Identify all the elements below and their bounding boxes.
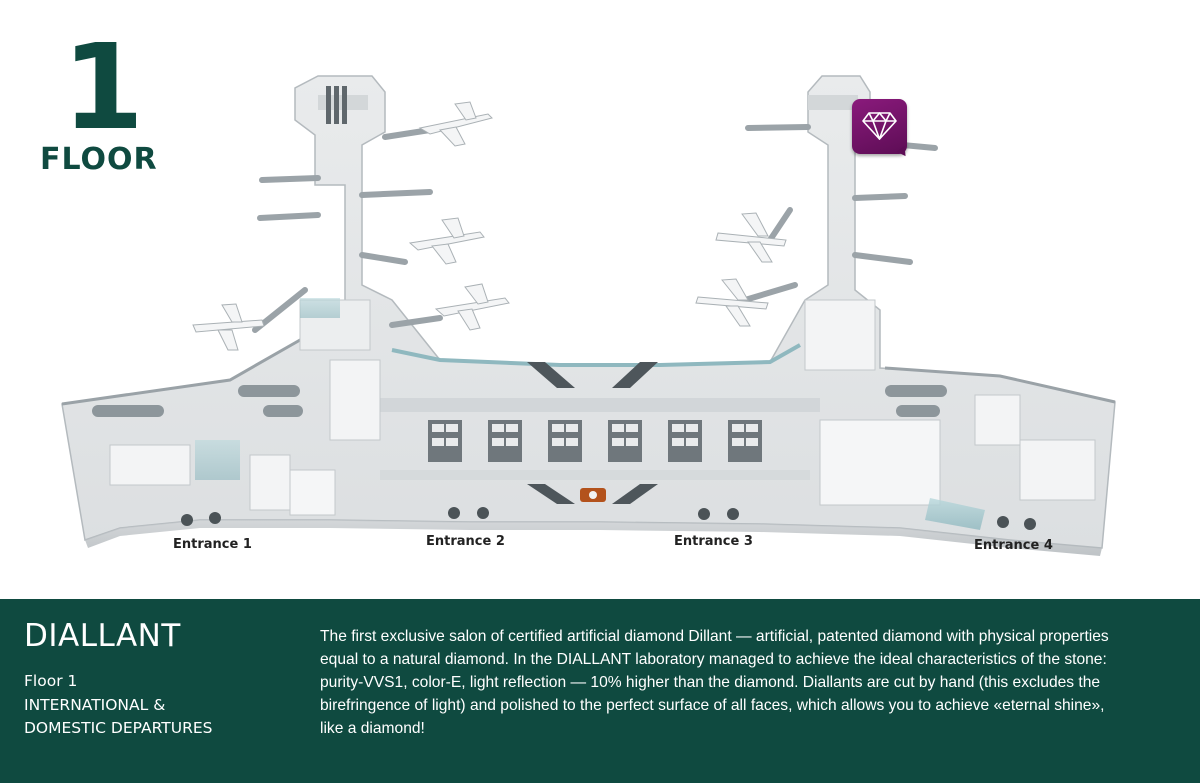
terminal-building — [61, 75, 1116, 556]
salon-location-marker[interactable] — [852, 99, 907, 154]
departures-info: INTERNATIONAL & DOMESTIC DEPARTURES — [24, 696, 213, 737]
salon-description: The first exclusive salon of certified a… — [320, 628, 1109, 737]
entrance-4-label: Entrance 4 — [974, 538, 1053, 553]
info-panel: DIALLANT Floor 1 INTERNATIONAL & DOMESTI… — [0, 599, 1200, 783]
floor-label: FLOOR — [40, 142, 158, 177]
entrance-3-label: Entrance 3 — [674, 534, 753, 549]
diamond-icon — [862, 112, 897, 140]
floor-number: 1 — [62, 18, 144, 156]
entrance-2-label: Entrance 2 — [426, 534, 505, 549]
entrance-1-label: Entrance 1 — [173, 537, 252, 552]
floor-info: Floor 1 — [24, 672, 78, 690]
salon-title: DIALLANT — [24, 618, 181, 654]
terminal-floorplan — [61, 75, 1116, 556]
terminal-map[interactable]: 1 FLOOR Entrance 1 Entrance 2 Entrance 3… — [0, 0, 1200, 599]
airplanes — [192, 101, 787, 351]
